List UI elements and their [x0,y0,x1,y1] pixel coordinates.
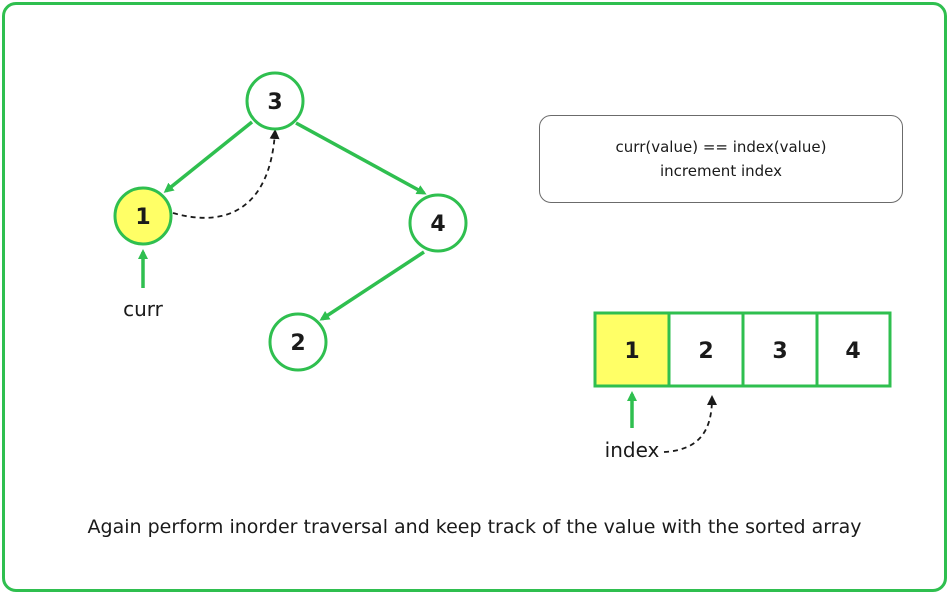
array-cell-3 [815,311,892,388]
tree-node-3-label: 3 [267,90,282,115]
array-cell-3-label: 4 [845,339,860,364]
tree-node-2: 2 [268,312,328,372]
tree-node-3: 3 [245,71,305,131]
sorted-array: 1 2 3 4 [593,311,892,388]
curr-label: curr [123,297,164,321]
edge-4-to-2 [319,250,425,321]
tree-node-4-label: 4 [430,212,445,237]
array-cell-2-label: 3 [772,339,787,364]
condition-note-line1: curr(value) == index(value) [615,138,827,156]
index-label: index [605,438,660,462]
edge-3-to-4 [295,121,427,195]
array-cell-1-label: 2 [698,339,713,364]
tree-node-2-label: 2 [290,331,305,356]
array-cell-0-label: 1 [624,339,639,364]
traversal-arrow-1-to-3 [172,129,280,219]
diagram-caption: Again perform inorder traversal and keep… [87,516,862,538]
condition-note-line2: increment index [659,162,783,180]
tree-node-4: 4 [408,193,468,253]
array-cell-0 [593,311,671,388]
increment-arrow [663,395,717,453]
edge-3-to-1 [163,120,254,193]
array-cell-2 [741,311,819,388]
array-cell-1 [667,311,745,388]
tree-node-1-label: 1 [135,205,150,230]
condition-note: curr(value) == index(value) increment in… [539,115,903,203]
tree-node-1: 1 [113,186,173,246]
